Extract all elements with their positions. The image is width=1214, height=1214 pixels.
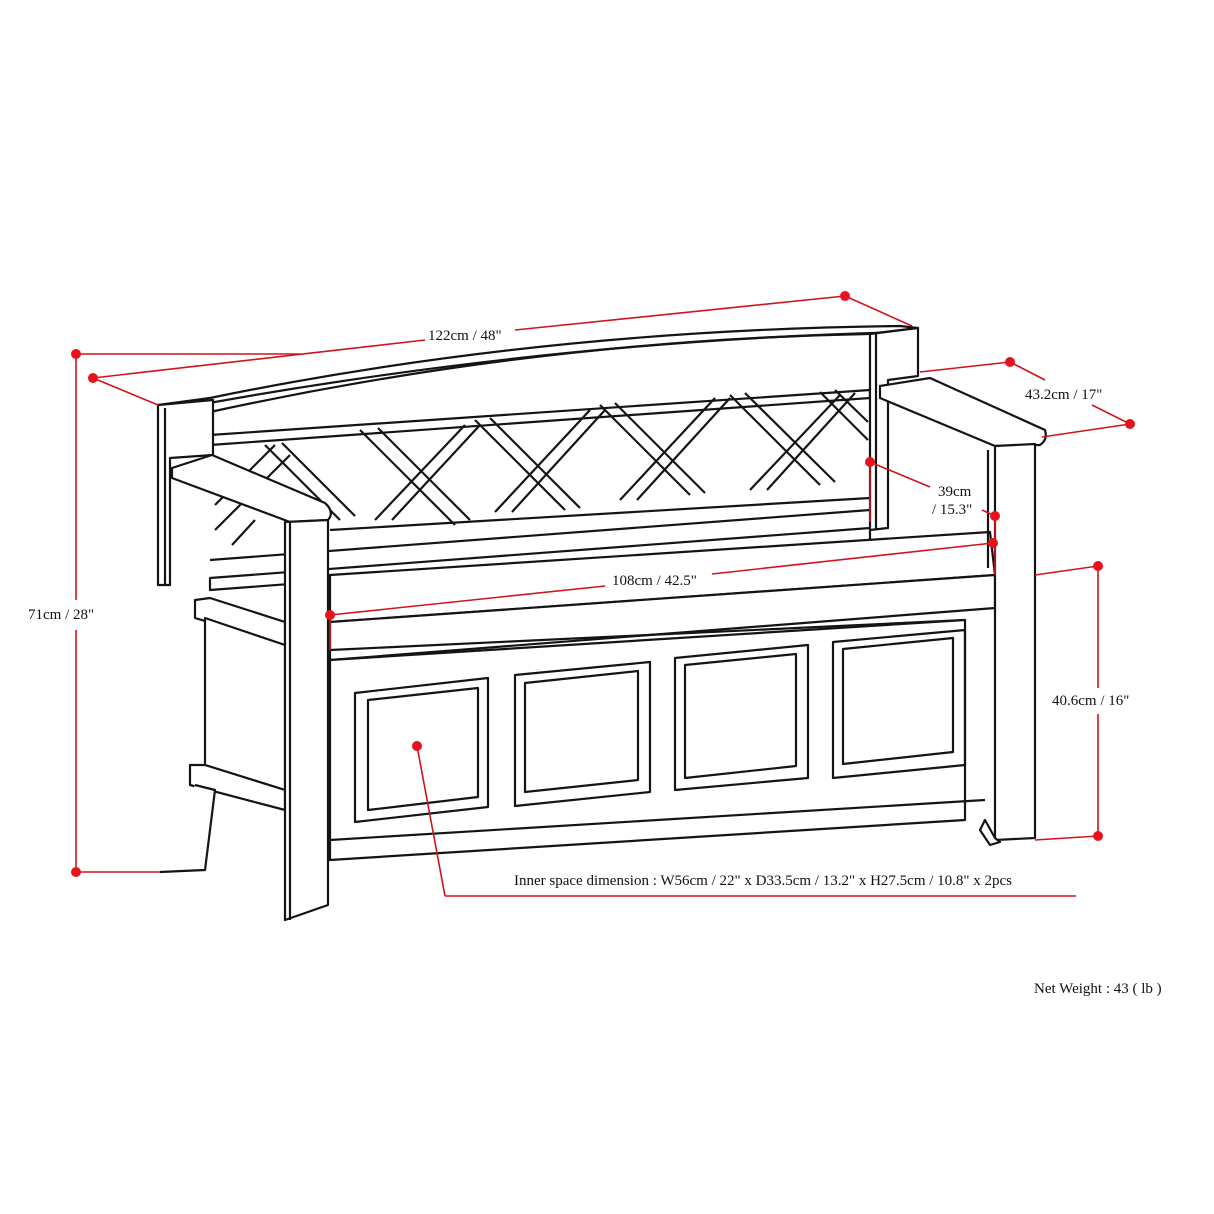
front-panel-3	[673, 643, 810, 792]
left-armrest	[170, 453, 332, 922]
left-side-frame	[159, 596, 287, 874]
left-rear-post	[156, 398, 215, 587]
label-overall-height: 71cm / 28"	[28, 606, 95, 624]
dim-seat-depth	[865, 457, 1000, 575]
label-net-weight: Net Weight : 43 ( lb )	[1034, 980, 1162, 998]
front-panel-1	[353, 676, 490, 824]
dim-inner-space-leader	[412, 741, 1076, 897]
front-panel-4	[831, 628, 967, 780]
label-overall-depth: 43.2cm / 17"	[1025, 386, 1103, 404]
label-seat-height: 40.6cm / 16"	[1052, 692, 1130, 710]
label-seat-depth-in: / 15.3"	[932, 502, 973, 518]
dim-overall-width	[88, 291, 913, 406]
label-inner-space: Inner space dimension : W56cm / 22" x D3…	[514, 872, 1013, 890]
front-panel-2	[513, 660, 652, 808]
label-overall-width: 122cm / 48"	[428, 327, 502, 345]
right-rear-post	[868, 326, 920, 532]
label-seat-width: 108cm / 42.5"	[612, 572, 697, 590]
label-seat-depth-cm: 39cm	[938, 484, 972, 500]
front-storage-chest	[328, 618, 1002, 862]
dim-seat-height	[1034, 561, 1103, 841]
dim-overall-height	[71, 349, 300, 877]
dim-overall-depth	[919, 357, 1135, 438]
dim-seat-width	[325, 538, 998, 650]
right-armrest	[878, 376, 1047, 842]
